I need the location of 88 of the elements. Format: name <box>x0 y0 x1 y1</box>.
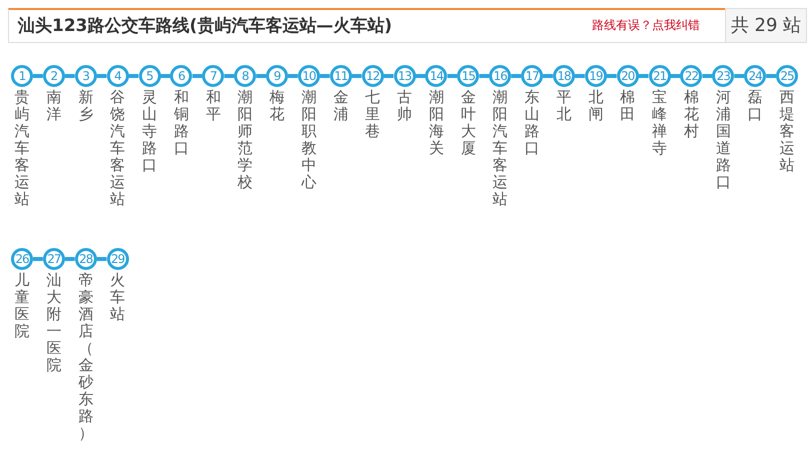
stop-name: 潮阳汽车客运站 <box>492 89 508 208</box>
stop-name: 金浦 <box>332 89 349 123</box>
stop-name: 北闸 <box>588 89 604 123</box>
stop-name: 帝豪酒店（金砂东路） <box>78 272 94 442</box>
stop-name: 灵山寺路口 <box>142 89 158 174</box>
route-segment <box>96 74 107 78</box>
stop-circle: 15 <box>457 65 480 87</box>
stop-circle: 18 <box>552 65 575 87</box>
route-segment <box>128 74 138 78</box>
stop-circle: 9 <box>266 65 288 87</box>
route-segment <box>574 74 585 78</box>
route-segment <box>543 74 553 78</box>
stop-circle: 25 <box>776 65 798 87</box>
route-segment <box>64 74 75 78</box>
stop-name: 平北 <box>556 89 572 123</box>
stop-circle: 20 <box>616 65 639 87</box>
route-segment <box>64 257 75 261</box>
route-segment <box>447 74 458 78</box>
route-segment <box>766 74 776 78</box>
stop-name: 宝峰禅寺 <box>652 89 668 157</box>
stop-circle: 19 <box>584 65 607 87</box>
stop-name: 西堤客运站 <box>779 89 795 174</box>
stop-name: 棉田 <box>620 89 636 123</box>
stop-circle: 7 <box>202 65 224 87</box>
stop-name: 金叶大厦 <box>460 89 476 157</box>
stop-circle: 1 <box>11 65 33 87</box>
route-segment <box>352 74 362 78</box>
stop-name: 潮阳师范学校 <box>237 89 254 191</box>
route-segment <box>606 74 617 78</box>
stop-name: 和铜路口 <box>173 89 190 157</box>
stop-circle: 2 <box>42 65 65 87</box>
route-segment <box>384 74 394 78</box>
route-segment <box>416 74 426 78</box>
stop-circle: 6 <box>170 65 192 87</box>
route-segment <box>479 74 490 78</box>
stop-name: 七里巷 <box>364 89 381 140</box>
stop-name: 谷饶汽车客运站 <box>110 89 126 208</box>
route-segment <box>160 74 170 78</box>
stop-name: 贵屿汽车客运站 <box>14 89 30 208</box>
route-title: 汕头123路公交车路线(贵屿汽车客运站—火车站) <box>18 15 392 37</box>
route-segment <box>192 74 202 78</box>
stop-name: 和平 <box>205 89 222 123</box>
stop-circle: 21 <box>648 65 670 87</box>
route-segment <box>33 74 43 78</box>
stop-name: 古帅 <box>396 89 412 123</box>
stop-circle: 22 <box>680 65 702 87</box>
stop-circle: 11 <box>330 65 352 87</box>
stop-name: 梅花 <box>269 89 285 123</box>
route-segment <box>96 257 107 261</box>
route-segment <box>511 74 521 78</box>
route-segment <box>702 74 712 78</box>
stop-circle: 13 <box>394 65 416 87</box>
stop-name: 儿童医院 <box>14 272 30 340</box>
stop-circle: 3 <box>74 65 97 87</box>
route-segment <box>670 74 680 78</box>
stop-name: 南洋 <box>46 89 62 123</box>
stop-name: 新乡 <box>78 89 94 123</box>
stop-name: 潮阳职教中心 <box>300 89 317 191</box>
stop-circle: 29 <box>106 248 129 270</box>
stop-circle: 24 <box>744 65 766 87</box>
stop-circle: 12 <box>362 65 384 87</box>
route-segment <box>638 74 648 78</box>
stop-count: 共 29 站 <box>725 8 807 43</box>
stop-name: 东山路口 <box>524 89 540 157</box>
stop-circle: 10 <box>298 65 320 87</box>
route-segment <box>288 74 298 78</box>
stop-name: 汕大附一医院 <box>46 272 62 374</box>
stop-circle: 8 <box>234 65 256 87</box>
stop-circle: 14 <box>425 65 448 87</box>
stop-circle: 5 <box>138 65 160 87</box>
route-segment <box>320 74 330 78</box>
stop-name: 磊口 <box>747 89 764 123</box>
route-segment <box>734 74 744 78</box>
stop-circle: 27 <box>42 248 65 270</box>
route-segment <box>256 74 266 78</box>
stop-circle: 23 <box>712 65 734 87</box>
stop-circle: 26 <box>11 248 33 270</box>
stop-circle: 17 <box>521 65 543 87</box>
error-report-link: 路线有误？点我纠错 <box>592 17 700 33</box>
stop-name: 河浦国道路口 <box>715 89 732 191</box>
route-segment <box>33 257 43 261</box>
stop-circle: 4 <box>106 65 129 87</box>
stop-name: 潮阳海关 <box>428 89 444 157</box>
route-segment <box>224 74 234 78</box>
stop-name: 棉花村 <box>683 89 700 140</box>
stop-name: 火车站 <box>110 272 126 323</box>
stop-circle: 16 <box>489 65 512 87</box>
stop-circle: 28 <box>74 248 97 270</box>
